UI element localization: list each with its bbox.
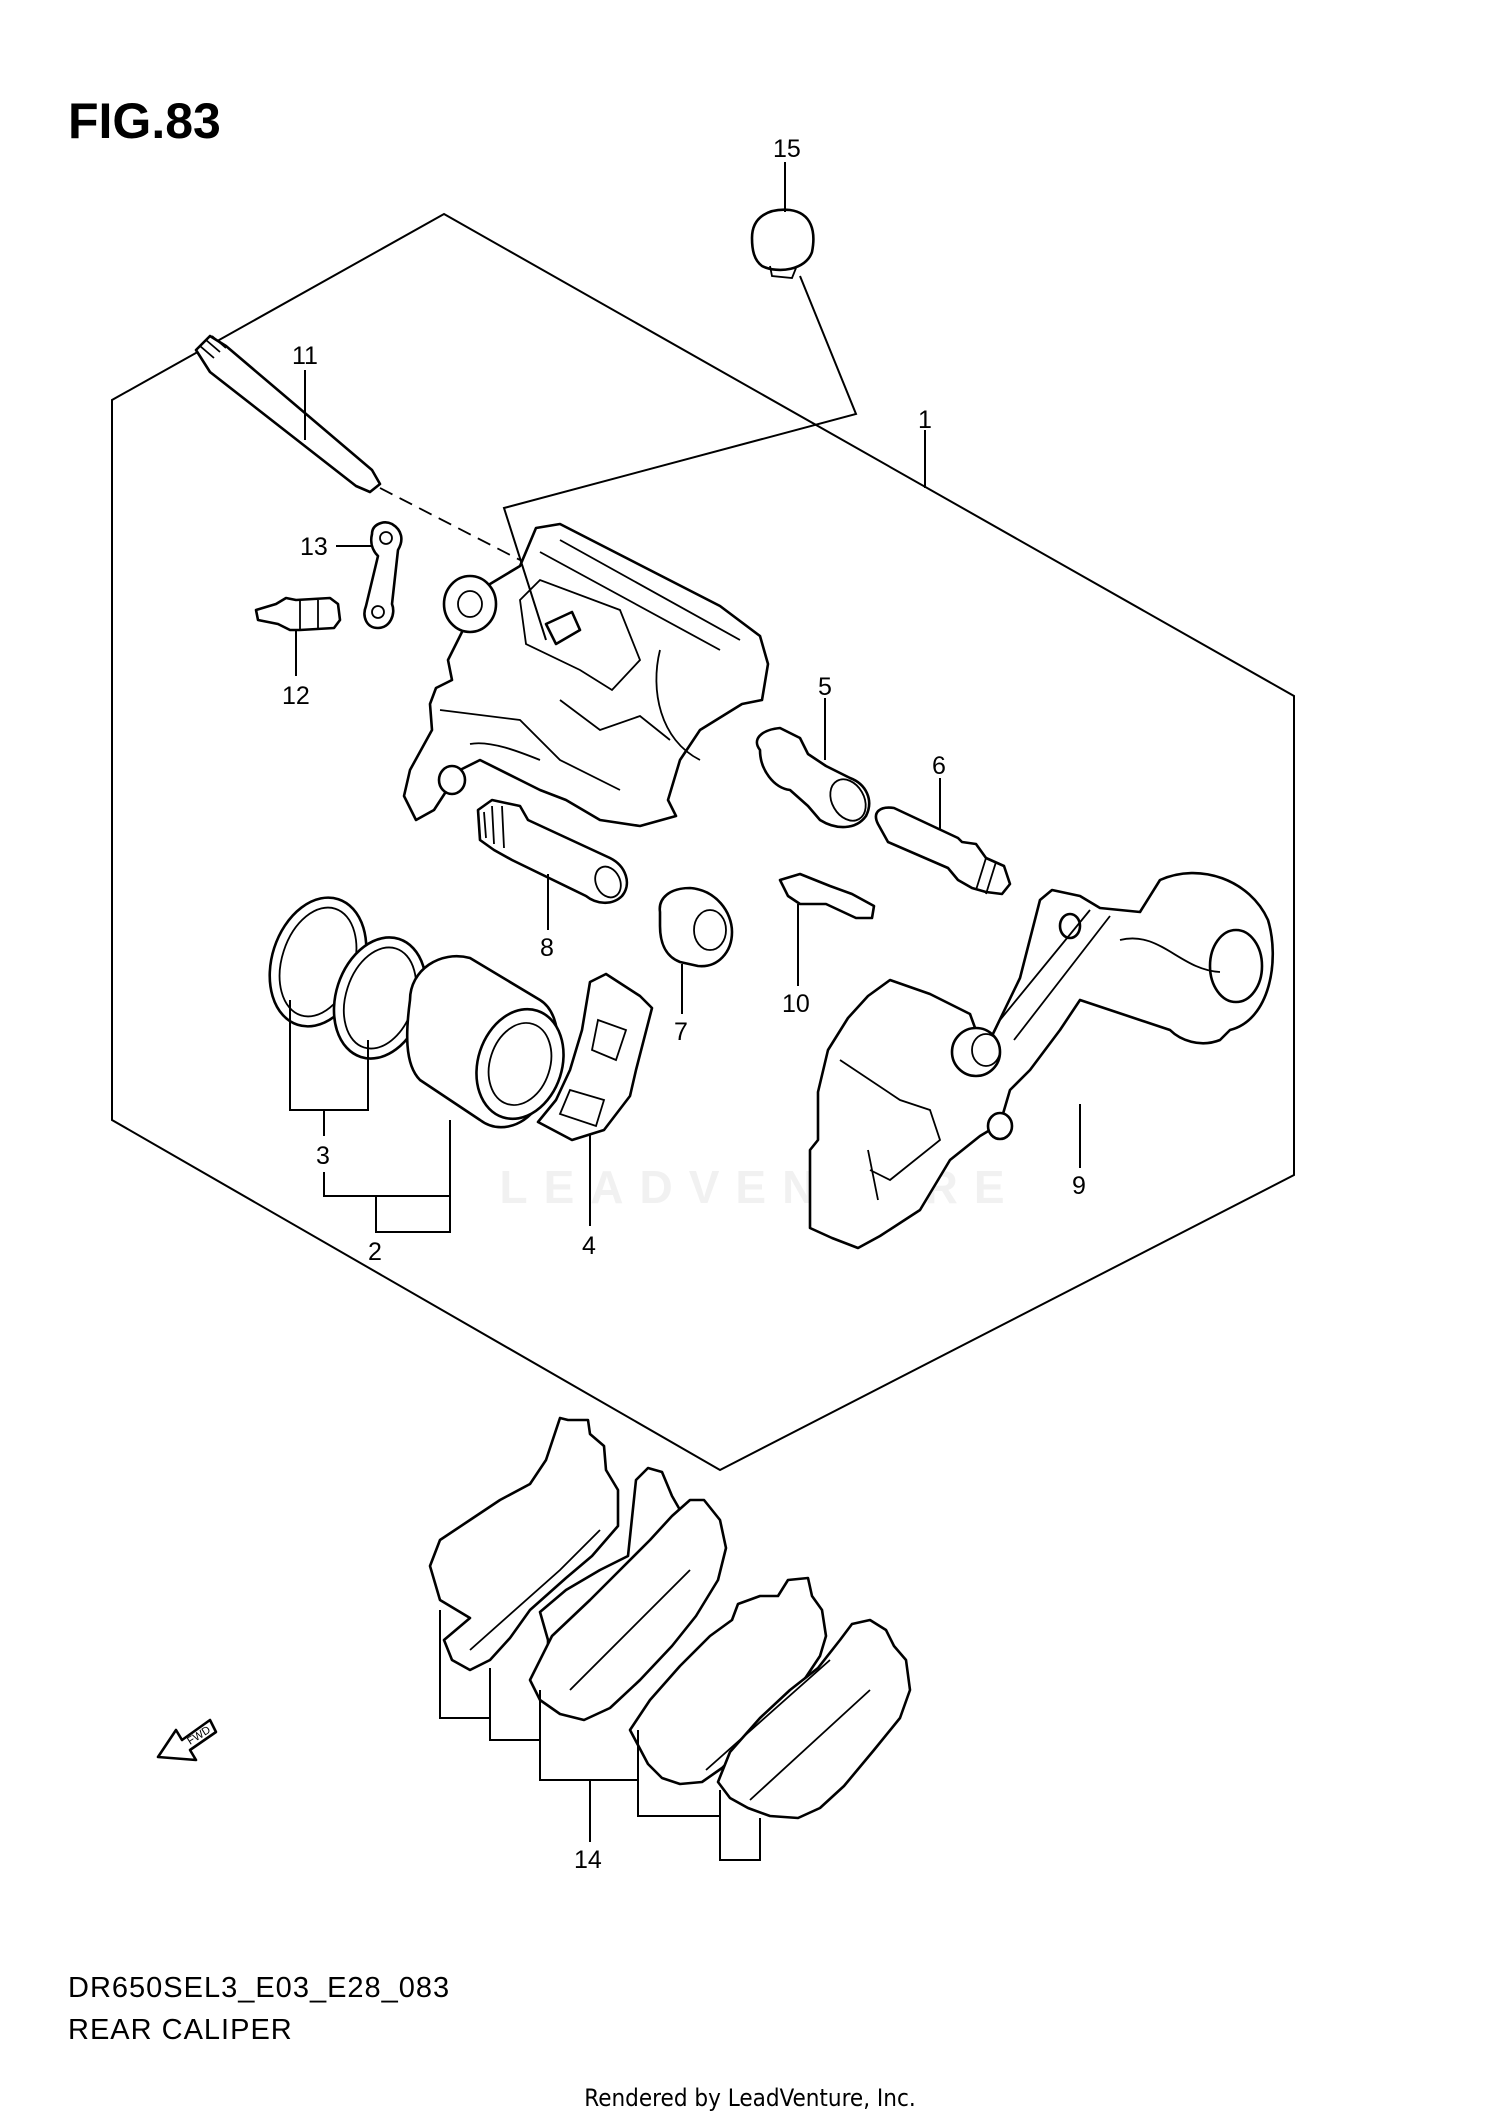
part-13-clip[interactable] (363, 521, 403, 630)
fwd-arrow-icon: FWD (156, 1718, 218, 1762)
caliper-body[interactable] (402, 522, 770, 828)
part-4-pad-spring[interactable] (536, 972, 654, 1142)
callout-14: 14 (574, 1846, 602, 1874)
callout-13: 13 (300, 533, 328, 561)
part-2-piston[interactable] (405, 955, 577, 1130)
assembly-outline (111, 212, 1295, 1472)
callout-15: 15 (773, 135, 801, 163)
callout-11: 11 (292, 342, 318, 370)
part-8-slide-pin[interactable] (476, 798, 629, 905)
callout-1: 1 (918, 406, 932, 434)
part-5-bushing[interactable] (755, 726, 873, 829)
part-11-slide-pin[interactable] (194, 334, 382, 494)
callout-9: 9 (1072, 1172, 1086, 1200)
part-6-bolt[interactable] (874, 806, 1012, 896)
part-12-bleeder-valve[interactable] (254, 596, 342, 632)
callout-5: 5 (818, 673, 832, 701)
callout-6: 6 (932, 752, 946, 780)
callout-2: 2 (368, 1238, 382, 1266)
part-15-cap[interactable] (750, 208, 815, 279)
callout-7: 7 (674, 1018, 688, 1046)
figure-title: FIG.83 (68, 93, 221, 149)
callout-8: 8 (540, 934, 554, 962)
part-3-seals[interactable] (254, 885, 441, 1071)
rendered-by-credit: Rendered by LeadVenture, Inc. (584, 2084, 916, 2112)
callout-12: 12 (282, 682, 310, 710)
part-10-spring[interactable] (778, 872, 876, 920)
part-14-brake-pads[interactable] (428, 1416, 912, 1820)
callout-3: 3 (316, 1142, 330, 1170)
callout-numbers: 15 1 11 13 12 5 6 8 7 10 9 3 2 4 14 (282, 135, 1086, 1874)
part-7-boot[interactable] (658, 886, 734, 968)
section-name: REAR CALIPER (68, 2014, 293, 2046)
callout-4: 4 (582, 1232, 596, 1260)
model-code: DR650SEL3_E03_E28_083 (68, 1972, 451, 2004)
callout-10: 10 (782, 990, 810, 1018)
leader-lines (289, 162, 1081, 1861)
part-9-bracket[interactable] (808, 871, 1275, 1250)
